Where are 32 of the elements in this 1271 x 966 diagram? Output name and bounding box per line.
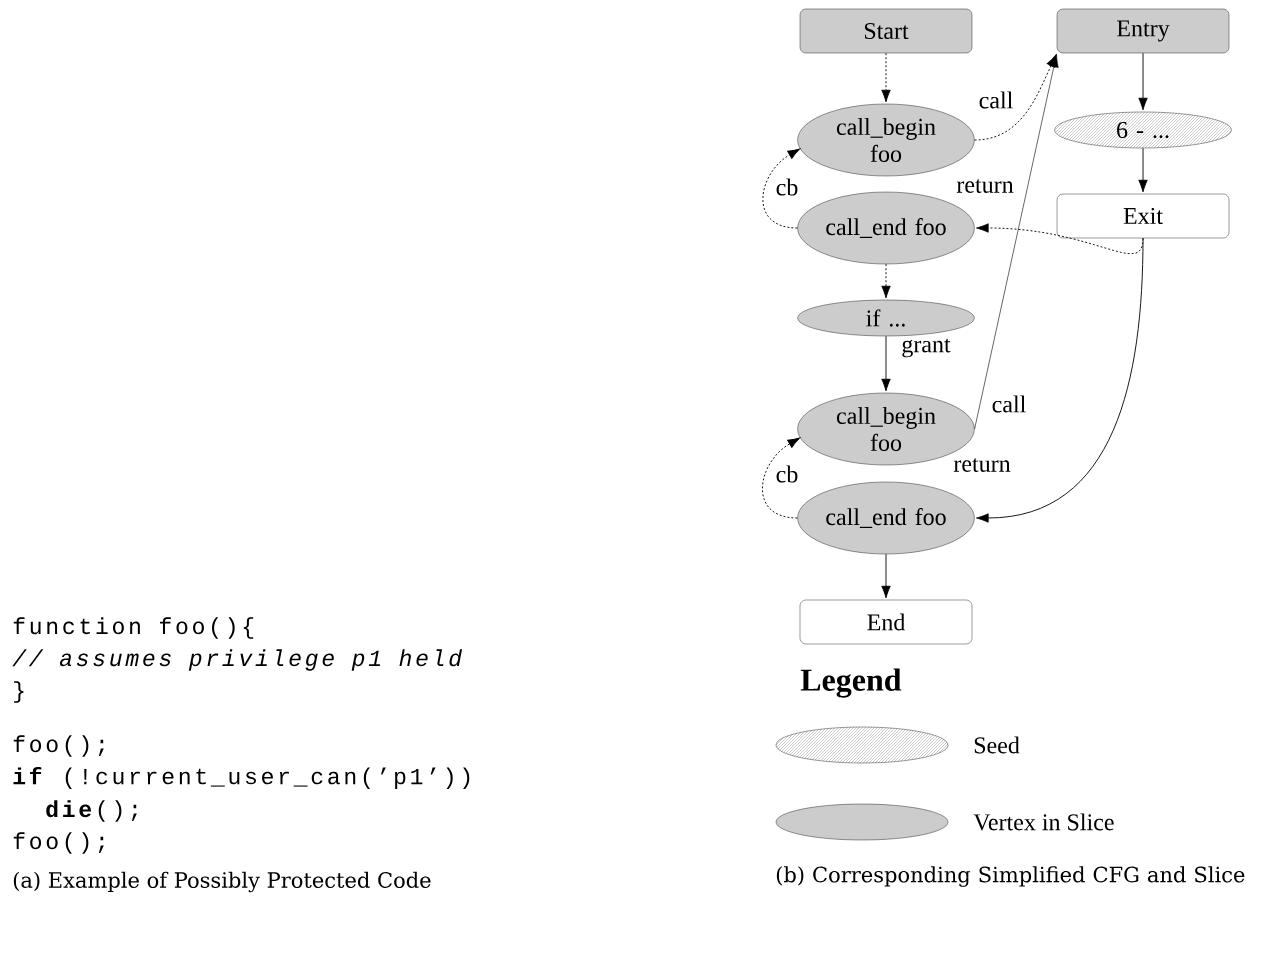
- arrow: [881, 553, 891, 599]
- edge-label: cb: [774, 464, 800, 484]
- code-line: foo();: [13, 735, 104, 757]
- code-line: if (!current_user_can(’p1’)): [13, 767, 470, 789]
- arrow: [1138, 147, 1148, 193]
- code-line: foo();: [13, 832, 104, 854]
- caption: (b) Corresponding Simplified CFG and Slice: [776, 866, 1245, 887]
- legend-label: Vertex in Slice: [973, 813, 1114, 831]
- arrow: [881, 52, 891, 103]
- code-line: function foo(){: [13, 617, 254, 639]
- code-comment: // assumes privilege p1 held: [12, 649, 463, 671]
- caption: (a) Example of Possibly Protected Code: [13, 871, 431, 893]
- process-box: Exit: [1056, 193, 1230, 239]
- legend-label: Seed: [974, 736, 1020, 754]
- arrow: [762, 437, 801, 519]
- edge-label: call: [977, 90, 1015, 110]
- arrow: [762, 148, 801, 229]
- arrow: [974, 54, 1059, 430]
- arrow: [976, 237, 1144, 523]
- process-box: End: [799, 599, 973, 645]
- process-box: Entry: [1056, 8, 1230, 54]
- code-line: die();: [46, 800, 137, 822]
- code-line: }: [14, 681, 24, 703]
- arrow: [976, 223, 1144, 254]
- edge-label: cb: [774, 177, 800, 197]
- edge-label: grant: [900, 337, 952, 359]
- arrow: [1138, 52, 1148, 111]
- edge-label: return: [955, 178, 1015, 194]
- arrow: [881, 335, 891, 392]
- process-box: Start: [799, 8, 973, 54]
- arrow: [881, 263, 891, 299]
- edge-label: call: [990, 394, 1028, 414]
